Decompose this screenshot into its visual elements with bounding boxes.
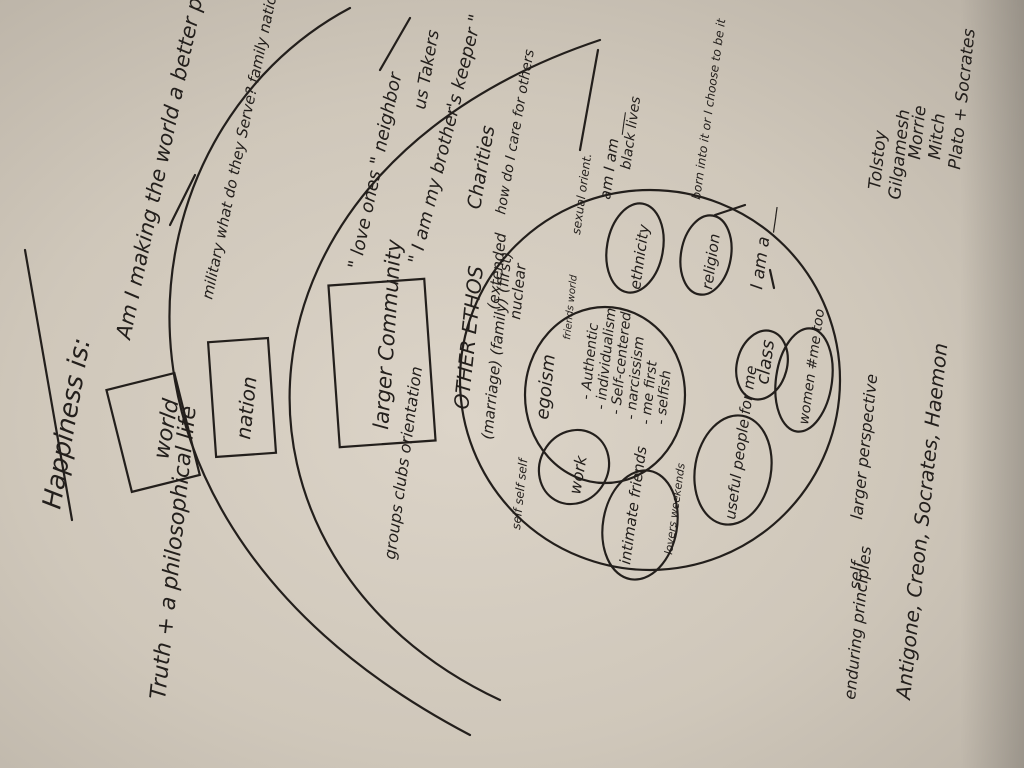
mitch-note: Mitch [925, 112, 950, 160]
religion-oval [679, 214, 733, 296]
lovers-weekends-label: lovers weekends [662, 462, 688, 555]
title-underline [23, 248, 74, 522]
community-label: larger Community [369, 238, 406, 430]
community-box [327, 277, 437, 449]
nation-label: nation [231, 375, 261, 440]
military-note: military what do they Serve? family nati… [198, 0, 288, 301]
friends-world-label: friends world [562, 274, 580, 341]
me-first-label: - me first [638, 360, 661, 426]
egoism-label: egoism [532, 353, 560, 420]
born-arrow [713, 203, 747, 217]
nation-box [206, 336, 278, 459]
us-takers-line [378, 16, 412, 72]
outer-arc [168, 6, 472, 737]
class-oval [735, 329, 789, 401]
intimate-friends-label: intimate friends [616, 445, 650, 566]
us-takers-note: us Takers [410, 28, 444, 111]
charities-note: Charities [463, 124, 499, 211]
larger-perspective-note: larger perspective [847, 373, 881, 521]
ethos-label: OTHER ETHOS [449, 264, 488, 410]
women-oval [774, 327, 834, 433]
antigone-note: Antigone, Creon, Socrates, Haemon [891, 342, 953, 703]
second-arc [288, 38, 602, 702]
born-into-label: born into it or I choose to be it [689, 17, 728, 201]
ethnicity-label: ethnicity [626, 222, 653, 290]
i-am-a-label: I am a ___ [747, 204, 779, 291]
selfish-label: - selfish [653, 370, 675, 426]
ethnicity-oval [605, 202, 665, 294]
paper-edge-shadow [960, 0, 1024, 768]
page-title: Happiness is: [37, 336, 97, 512]
i-am-blank [768, 268, 776, 290]
sexual-orient-label: sexual orient. [569, 152, 594, 235]
useful-people-label: useful people for me [721, 364, 760, 520]
plato-note: Plato + Socrates [945, 28, 980, 171]
how-care-note: how do I care for others [493, 48, 538, 215]
nuclear-label: nuclear [506, 262, 530, 320]
duty-arrow [168, 173, 197, 227]
religion-label: religion [698, 232, 724, 290]
self-marks: self self self [509, 456, 531, 530]
am-i-line [578, 48, 600, 152]
world-box [105, 371, 202, 494]
useful-oval [693, 414, 773, 526]
self-note: self [845, 558, 867, 590]
work-label: work [565, 454, 591, 496]
ethos-circle [458, 188, 842, 572]
friends-oval [601, 469, 679, 581]
women-label: women #me too [796, 308, 828, 426]
work-oval [537, 428, 611, 506]
